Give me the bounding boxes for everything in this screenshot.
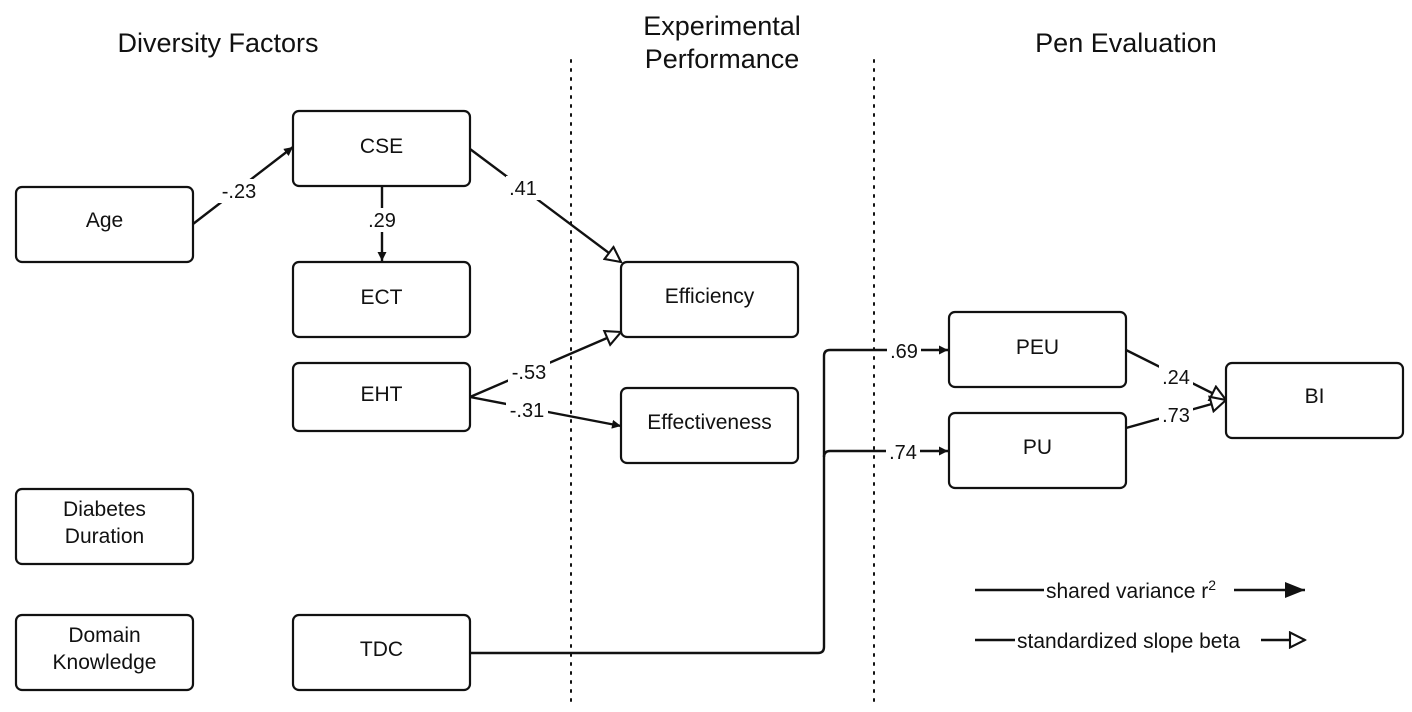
node-efficiency: Efficiency: [619, 260, 800, 339]
node-ect-label: ECT: [361, 286, 403, 309]
node-pu: PU: [947, 411, 1128, 490]
node-cse-label: CSE: [360, 135, 403, 158]
node-domain-label-line2: Knowledge: [53, 651, 157, 674]
node-age-label: Age: [86, 209, 123, 232]
edge-cse-efficiency: [469, 148, 621, 262]
node-tdc: TDC: [291, 613, 472, 692]
header-experimental-line1: Experimental: [643, 11, 801, 41]
edge-label-age-cse: -.23: [222, 181, 256, 203]
legend-shared-variance-text: shared variance r2: [1046, 577, 1216, 603]
node-domain-label-line1: Domain: [68, 624, 140, 647]
node-effectiveness-label: Effectiveness: [647, 411, 772, 434]
node-diabetes-label-line2: Duration: [65, 525, 144, 548]
node-tdc-label: TDC: [360, 638, 403, 661]
edge-label-cse-ect: .29: [368, 210, 396, 232]
node-effectiveness: Effectiveness: [619, 386, 800, 465]
legend-shared-variance-superscript: 2: [1208, 577, 1216, 593]
node-bi-label: BI: [1305, 385, 1325, 408]
edge-label-tdc-pu: .74: [889, 442, 917, 464]
edge-label-cse-efficiency: .41: [509, 178, 537, 200]
edge-label-pu-bi: .73: [1162, 405, 1190, 427]
node-eht-label: EHT: [361, 383, 403, 406]
node-age: Age: [14, 185, 195, 264]
legend: shared variance r2 standardized slope be…: [975, 576, 1305, 655]
node-peu-label: PEU: [1016, 336, 1059, 359]
node-ect: ECT: [291, 260, 472, 339]
edge-tdc-pu: [822, 446, 948, 458]
node-domain-knowledge: Domain Knowledge: [14, 613, 195, 692]
header-diversity-factors: Diversity Factors: [117, 28, 318, 58]
edge-label-eht-efficiency: -.53: [512, 362, 546, 384]
header-pen-evaluation: Pen Evaluation: [1035, 28, 1217, 58]
header-experimental-line2: Performance: [645, 44, 800, 74]
node-diabetes-label-line1: Diabetes: [63, 498, 146, 521]
legend-shared-variance-label: shared variance r: [1046, 580, 1208, 603]
node-pu-label: PU: [1023, 436, 1052, 459]
node-peu: PEU: [947, 310, 1128, 389]
edge-label-tdc-peu: .69: [890, 341, 918, 363]
node-efficiency-label: Efficiency: [665, 285, 755, 308]
edge-label-peu-bi: .24: [1162, 367, 1190, 389]
node-eht: EHT: [291, 361, 472, 433]
edge-tdc-peu: [470, 345, 948, 655]
node-bi: BI: [1224, 361, 1405, 440]
node-diabetes-duration: Diabetes Duration: [14, 487, 195, 566]
legend-standardized-slope-text: standardized slope beta: [1017, 630, 1240, 653]
node-cse: CSE: [291, 109, 472, 188]
edge-label-eht-effectiveness: -.31: [510, 400, 544, 422]
